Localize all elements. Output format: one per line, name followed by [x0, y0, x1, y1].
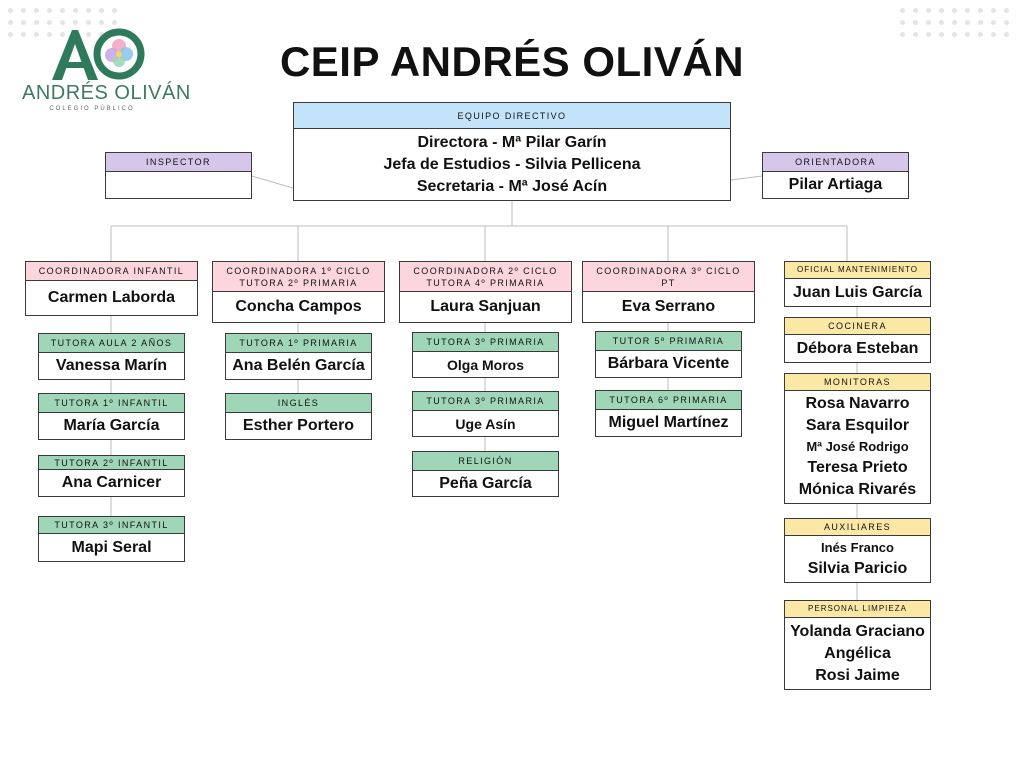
orientadora-header: ORIENTADORA — [763, 153, 908, 172]
tutor-card: TUTORA 1º PRIMARIA Ana Belén García — [225, 333, 372, 380]
mantenimiento-name: Juan Luis García — [793, 283, 922, 301]
limpieza-name: Angélica — [824, 644, 891, 662]
limpieza-name: Yolanda Graciano — [790, 622, 925, 640]
tutor-card-name: Mapi Seral — [71, 538, 152, 556]
coordinadora-ciclo3-header: COORDINADORA 3º CICLO PT — [583, 262, 754, 292]
tutor-card-header: TUTORA 6º PRIMARIA — [596, 391, 741, 410]
coordinadora-infantil-box: COORDINADORA INFANTIL Carmen Laborda — [25, 261, 198, 316]
tutor-card: TUTORA 6º PRIMARIA Miguel Martínez — [595, 390, 742, 437]
monitora-name: Sara Esquilor — [805, 417, 910, 434]
tutor-card-name: Olga Moros — [446, 356, 524, 373]
coordinadora-ciclo3-header-line2: PT — [661, 277, 676, 288]
logo-name: ANDRÉS OLIVÁN — [22, 82, 191, 104]
tutor-card: RELIGIÓN Peña García — [412, 451, 559, 497]
tutor-card-name: María García — [63, 417, 160, 434]
limpieza-box: PERSONAL LIMPIEZA Yolanda Graciano Angél… — [784, 600, 931, 690]
jefa-estudios-line: Jefa de Estudios - Silvia Pellicena — [383, 155, 641, 173]
equipo-directivo-members: Directora - Mª Pilar Garín Jefa de Estud… — [294, 129, 730, 200]
logo-subtitle: COLEGIO PÚBLICO — [49, 106, 135, 112]
coordinadora-ciclo1-header-line1: COORDINADORA 1º CICLO — [226, 265, 371, 276]
inspector-box: INSPECTOR — [105, 152, 252, 199]
auxiliares-header: AUXILIARES — [785, 519, 930, 536]
mantenimiento-header: OFICIAL MANTENIMIENTO — [785, 262, 930, 279]
coordinadora-ciclo2-header: COORDINADORA 2º CICLO TUTORA 4º PRIMARIA — [400, 262, 571, 292]
coordinadora-ciclo3-box: COORDINADORA 3º CICLO PT Eva Serrano — [582, 261, 755, 323]
coordinadora-ciclo2-header-line1: COORDINADORA 2º CICLO — [413, 265, 558, 276]
tutor-card-name: Peña García — [439, 474, 532, 492]
tutor-card: TUTOR 5º PRIMARIA Bárbara Vicente — [595, 331, 742, 378]
tutor-card-name: Bárbara Vicente — [607, 355, 730, 372]
coordinadora-ciclo3-name: Eva Serrano — [621, 298, 716, 315]
auxiliares-box: AUXILIARES Inés Franco Silvia Paricio — [784, 518, 931, 583]
coordinadora-ciclo1-box: COORDINADORA 1º CICLO TUTORA 2º PRIMARIA… — [212, 261, 385, 323]
coordinadora-ciclo3-header-line1: COORDINADORA 3º CICLO — [596, 265, 741, 276]
coordinadora-ciclo2-box: COORDINADORA 2º CICLO TUTORA 4º PRIMARIA… — [399, 261, 572, 323]
limpieza-header: PERSONAL LIMPIEZA — [785, 601, 930, 618]
cocinera-box: COCINERA Débora Esteban — [784, 317, 931, 363]
tutor-card-header: TUTORA 3º PRIMARIA — [413, 392, 558, 411]
logo-mark-icon — [52, 28, 145, 80]
tutor-card: TUTORA 3º PRIMARIA Uge Asín — [412, 391, 559, 437]
equipo-directivo-box: EQUIPO DIRECTIVO Directora - Mª Pilar Ga… — [293, 102, 731, 201]
auxiliar-name: Silvia Paricio — [807, 560, 908, 577]
monitora-name: Teresa Prieto — [807, 459, 908, 476]
coordinadora-infantil-header: COORDINADORA INFANTIL — [26, 262, 197, 281]
tutor-card-header: TUTORA AULA 2 AÑOS — [39, 334, 184, 353]
tutor-card-name: Miguel Martínez — [608, 414, 729, 431]
monitoras-names: Rosa Navarro Sara Esquilor Mª José Rodri… — [785, 391, 930, 503]
tutor-card-header: TUTORA 1º INFANTIL — [39, 394, 184, 413]
coordinadora-infantil-name: Carmen Laborda — [47, 289, 176, 306]
monitora-name: Mónica Rivarés — [798, 481, 917, 498]
tutor-card: TUTORA AULA 2 AÑOS Vanessa Marín — [38, 333, 185, 380]
tutor-card-header: INGLÉS — [226, 394, 371, 413]
tutor-card-header: TUTORA 3º PRIMARIA — [413, 333, 558, 352]
tutor-card-name: Uge Asín — [455, 415, 516, 432]
inspector-name — [106, 172, 251, 198]
tutor-card-name: Ana Carnicer — [61, 474, 162, 491]
tutor-card: INGLÉS Esther Portero — [225, 393, 372, 440]
tutor-card-name: Esther Portero — [242, 417, 355, 434]
coordinadora-ciclo2-header-line2: TUTORA 4º PRIMARIA — [426, 277, 545, 288]
inspector-header: INSPECTOR — [106, 153, 251, 172]
orientadora-box: ORIENTADORA Pilar Artiaga — [762, 152, 909, 199]
tutor-card-header: TUTOR 5º PRIMARIA — [596, 332, 741, 351]
tutor-card: TUTORA 1º INFANTIL María García — [38, 393, 185, 440]
directora-line: Directora - Mª Pilar Garín — [417, 133, 607, 151]
coordinadora-ciclo2-name: Laura Sanjuan — [430, 298, 541, 315]
monitoras-header: MONITORAS — [785, 374, 930, 391]
tutor-card-header: RELIGIÓN — [413, 452, 558, 471]
tutor-card: TUTORA 3º PRIMARIA Olga Moros — [412, 332, 559, 378]
secretaria-line: Secretaria - Mª José Acín — [416, 177, 608, 195]
coordinadora-ciclo1-header-line2: TUTORA 2º PRIMARIA — [239, 277, 358, 288]
tutor-card-header: TUTORA 2º INFANTIL — [39, 456, 184, 470]
school-logo: ANDRÉS OLIVÁN COLEGIO PÚBLICO — [22, 24, 191, 116]
page-title: CEIP ANDRÉS OLIVÁN — [279, 38, 745, 85]
tutor-card-name: Vanessa Marín — [55, 357, 168, 374]
coordinadora-ciclo1-header: COORDINADORA 1º CICLO TUTORA 2º PRIMARIA — [213, 262, 384, 292]
limpieza-names: Yolanda Graciano Angélica Rosi Jaime — [785, 618, 930, 689]
cocinera-name: Débora Esteban — [796, 339, 919, 357]
tutor-card: TUTORA 2º INFANTIL Ana Carnicer — [38, 455, 185, 497]
orientadora-name: Pilar Artiaga — [788, 176, 883, 193]
monitora-name: Rosa Navarro — [805, 395, 910, 412]
mantenimiento-box: OFICIAL MANTENIMIENTO Juan Luis García — [784, 261, 931, 307]
equipo-directivo-header: EQUIPO DIRECTIVO — [294, 103, 730, 129]
auxiliar-name: Inés Franco — [821, 540, 894, 555]
monitora-name: Mª José Rodrigo — [806, 439, 909, 454]
coordinadora-ciclo1-name: Concha Campos — [235, 298, 362, 315]
tutor-card: TUTORA 3º INFANTIL Mapi Seral — [38, 516, 185, 562]
tutor-card-header: TUTORA 1º PRIMARIA — [226, 334, 371, 353]
tutor-card-name: Ana Belén García — [232, 357, 365, 374]
cocinera-header: COCINERA — [785, 318, 930, 335]
auxiliares-names: Inés Franco Silvia Paricio — [785, 536, 930, 582]
tutor-card-header: TUTORA 3º INFANTIL — [39, 517, 184, 534]
monitoras-box: MONITORAS Rosa Navarro Sara Esquilor Mª … — [784, 373, 931, 504]
limpieza-name: Rosi Jaime — [815, 666, 900, 684]
